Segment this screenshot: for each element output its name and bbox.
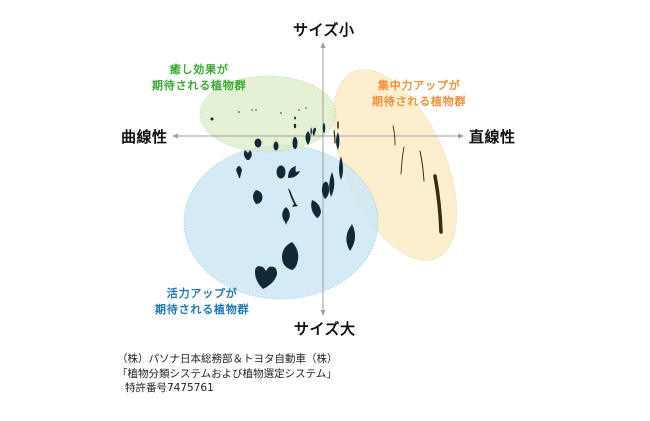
group-label-focus-line1: 集中力アップが — [377, 79, 461, 92]
attribution-text: （株）パソナ日本総務部＆トヨタ自動車（株） 「植物分類システムおよび植物選定シス… — [117, 352, 338, 396]
group-label-focus: 集中力アップが 期待される植物群 — [372, 78, 466, 110]
axis-label-left-curved: 曲線性 — [121, 128, 168, 146]
healing-group-region — [199, 75, 337, 153]
group-label-vitality-line2: 期待される植物群 — [155, 303, 250, 316]
attribution-patent-number: 特許番号7475761 — [125, 382, 214, 394]
arrow-right-icon — [458, 133, 464, 139]
axis-label-bottom-size-large: サイズ大 — [294, 320, 356, 338]
attribution-companies: （株）パソナ日本総務部＆トヨタ自動車（株） — [117, 353, 338, 365]
axes — [172, 42, 464, 316]
attribution-system-name: 「植物分類システムおよび植物選定システム」 — [117, 367, 337, 380]
focus-plant-icons — [333, 121, 443, 234]
healing-plant-icons — [210, 107, 326, 136]
arrow-down-icon — [320, 310, 326, 316]
group-label-healing: 癒し効果が 期待される植物群 — [152, 62, 246, 94]
vitality-plant-icons — [236, 131, 356, 289]
group-label-vitality: 活力アップが 期待される植物群 — [155, 286, 249, 318]
group-label-healing-line2: 期待される植物群 — [152, 79, 247, 92]
axis-label-top-size-small: サイズ小 — [293, 21, 355, 39]
group-label-vitality-line1: 活力アップが — [166, 287, 238, 300]
group-label-healing-line1: 癒し効果が — [169, 63, 229, 76]
group-label-focus-line2: 期待される植物群 — [372, 95, 467, 108]
arrow-left-icon — [172, 133, 178, 139]
axis-label-right-straight: 直線性 — [469, 128, 516, 146]
arrow-up-icon — [320, 42, 326, 48]
